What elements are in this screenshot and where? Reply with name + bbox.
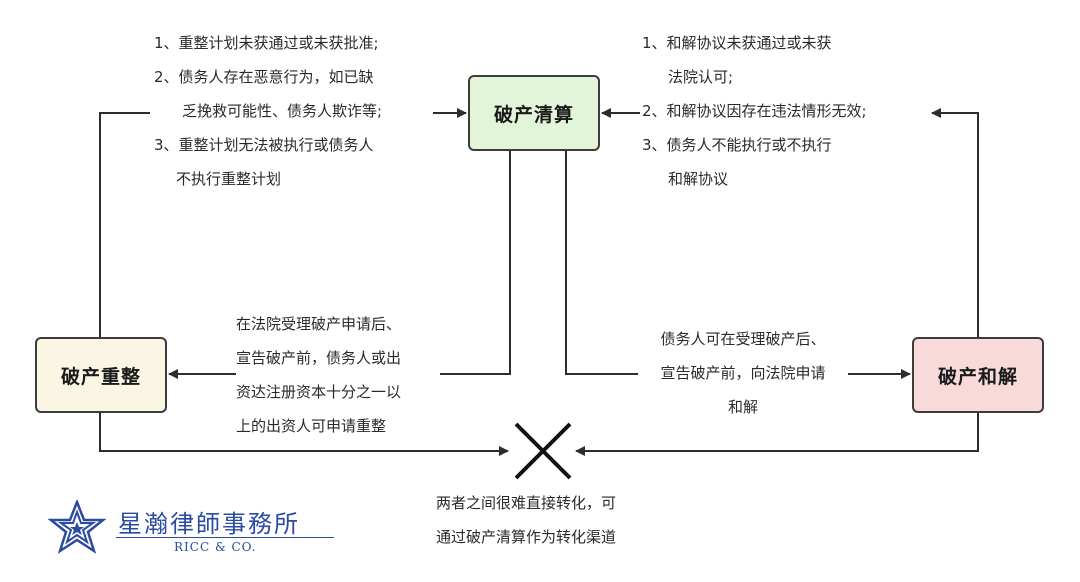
note-line: 通过破产清算作为转化渠道 xyxy=(436,528,617,546)
note-line: 2、债务人存在恶意行为，如已缺 xyxy=(154,68,374,86)
note-line: 乏挽救可能性、债务人欺诈等; xyxy=(182,102,383,120)
note-line: 上的出资人可申请重整 xyxy=(236,417,387,435)
note-line: 2、和解协议因存在违法情形无效; xyxy=(642,102,867,120)
firm-name-chinese: 星瀚律師事務所 xyxy=(118,510,300,538)
node-liquidation: 破产清算 xyxy=(468,75,600,151)
arrow-liquidation-to-settlement xyxy=(565,151,638,375)
note-line: 1、和解协议未获通过或未获 xyxy=(642,34,832,52)
note-line: 宣告破产前，向法院申请 xyxy=(660,364,826,382)
blocked-cross-icon xyxy=(514,422,572,480)
logo-divider xyxy=(116,537,334,538)
note-line: 资达注册资本十分之一以 xyxy=(236,383,402,401)
star-icon xyxy=(48,500,106,554)
node-reorganization: 破产重整 xyxy=(35,337,167,413)
arrow-reorg-to-cross xyxy=(99,413,509,456)
note-line: 不执行重整计划 xyxy=(176,170,282,188)
note-line: 3、债务人不能执行或不执行 xyxy=(642,136,832,154)
note-settlement-to-liquidation: 1、和解协议未获通过或未获 法院认可; 2、和解协议因存在违法情形无效; 3、债… xyxy=(642,26,867,196)
arrow-liquidation-to-reorg xyxy=(440,151,511,375)
node-settlement: 破产和解 xyxy=(912,337,1044,413)
note-line: 3、重整计划无法被执行或债务人 xyxy=(154,136,374,154)
firm-logo: 星瀚律師事務所 RICC & CO. xyxy=(48,500,348,558)
note-cross-conversion: 两者之间很难直接转化，可 通过破产清算作为转化渠道 xyxy=(436,486,616,554)
note-line: 1、重整计划未获通过或未获批准; xyxy=(154,34,379,52)
arrow-reorg-to-liquidation xyxy=(99,112,150,337)
note-reorg-to-liquidation: 1、重整计划未获通过或未获批准; 2、债务人存在恶意行为，如已缺 乏挽救可能性、… xyxy=(142,26,382,196)
note-line: 和解 xyxy=(727,398,758,416)
note-liquidation-to-reorg: 在法院受理破产申请后、 宣告破产前，债务人或出 资达注册资本十分之一以 上的出资… xyxy=(236,307,401,443)
note-line: 债务人可在受理破产后、 xyxy=(660,330,826,348)
note-liquidation-to-settlement: 债务人可在受理破产后、 宣告破产前，向法院申请 和解 xyxy=(638,322,848,424)
firm-name-english: RICC & CO. xyxy=(174,540,257,554)
arrow-settlement-to-cross xyxy=(575,413,979,456)
note-line: 法院认可; xyxy=(668,68,734,86)
arrow-settlement-to-liquidation xyxy=(931,108,979,337)
note-line: 和解协议 xyxy=(668,170,729,188)
note-line: 在法院受理破产申请后、 xyxy=(236,315,402,333)
note-line: 宣告破产前，债务人或出 xyxy=(236,349,402,367)
note-line: 两者之间很难直接转化，可 xyxy=(436,494,617,512)
